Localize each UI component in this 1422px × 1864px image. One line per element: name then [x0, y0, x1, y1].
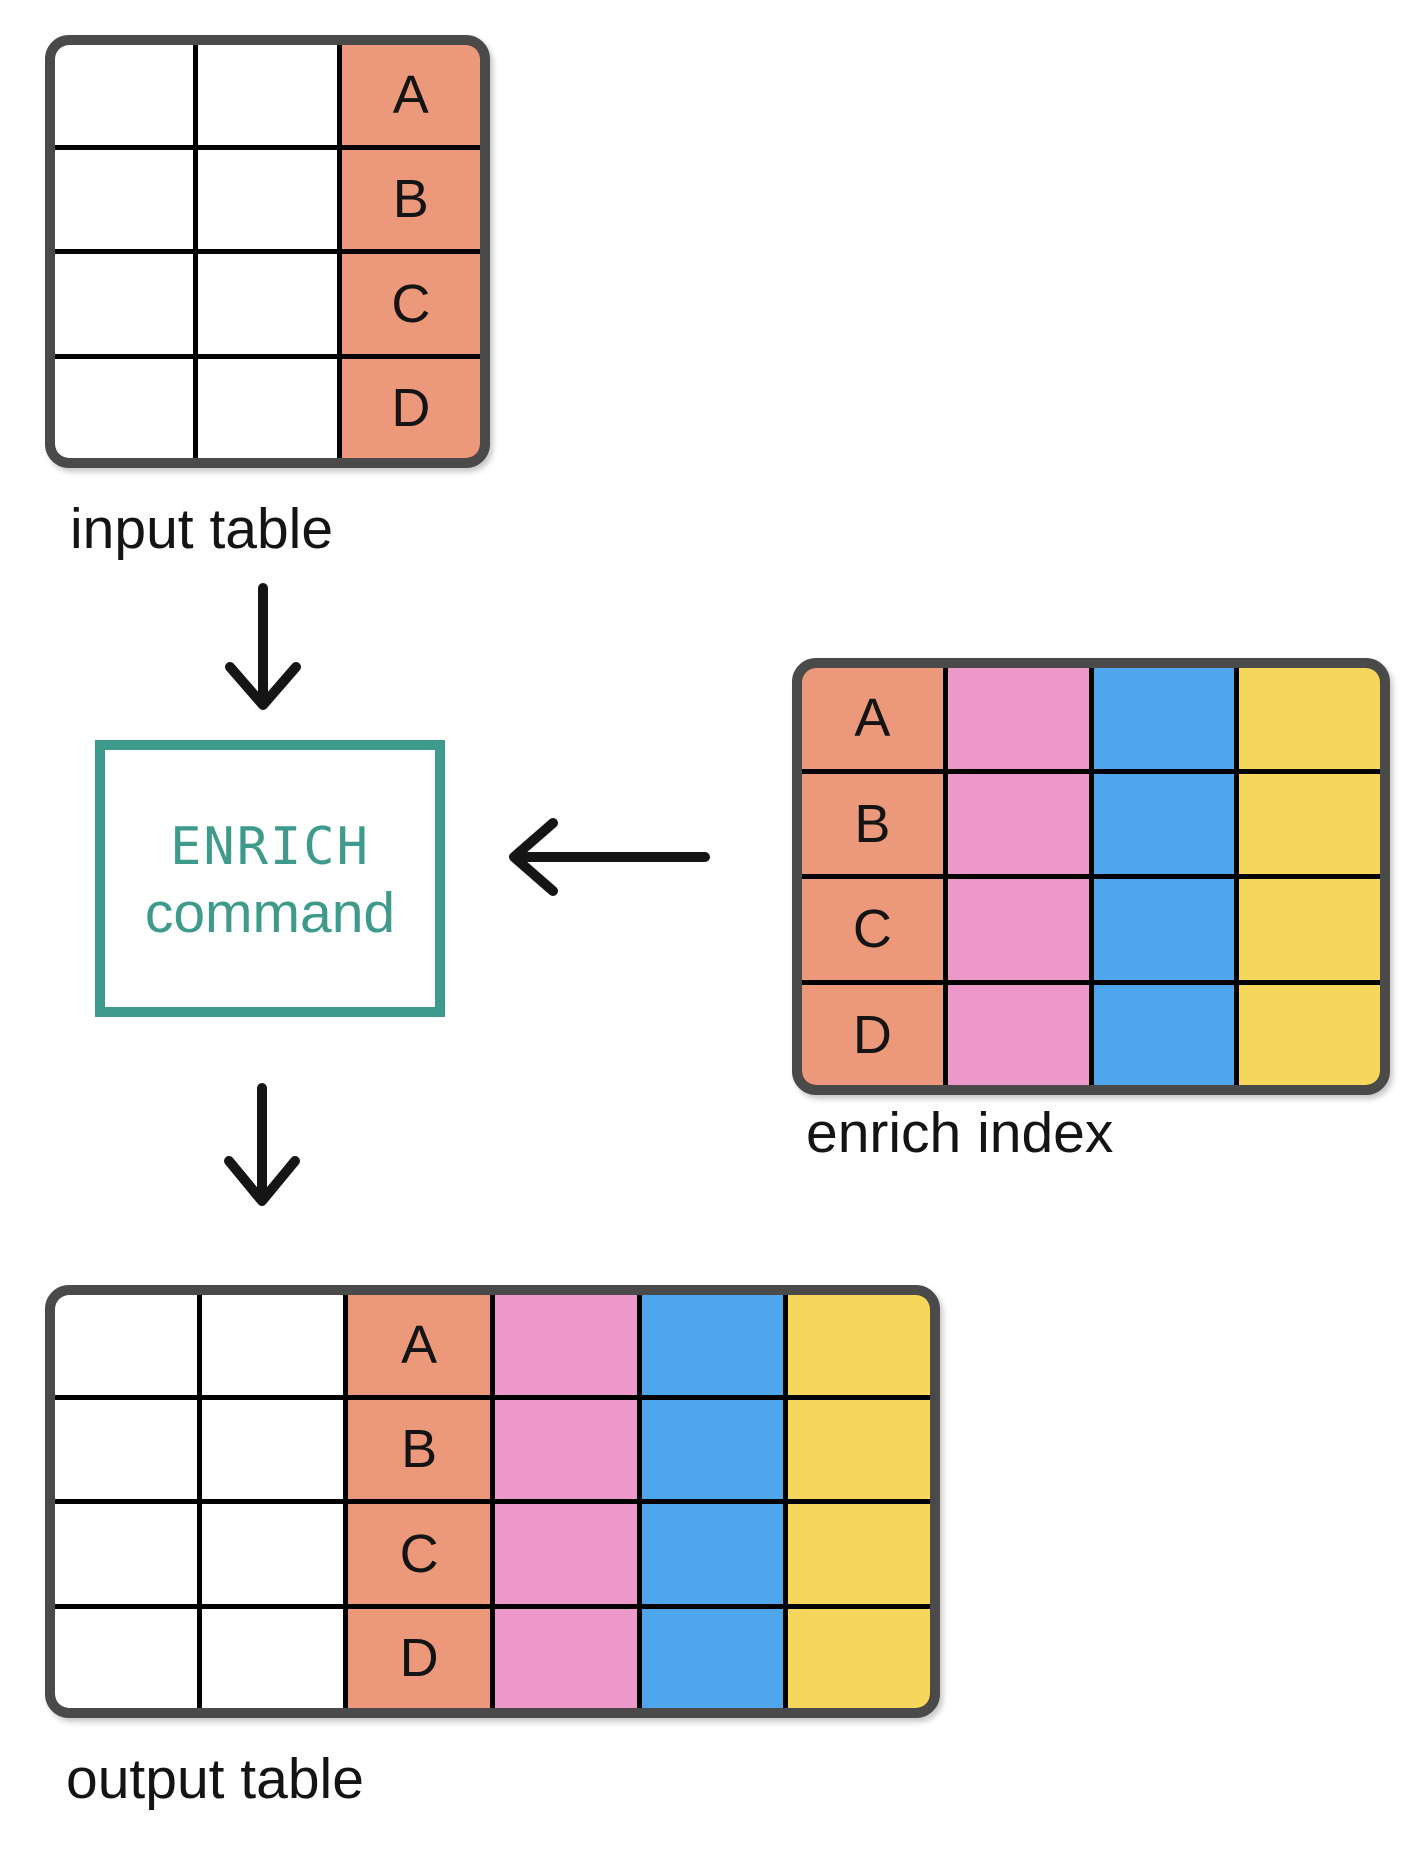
key-cell: D: [348, 1608, 490, 1708]
arrow-down-command-to-output-icon: [224, 1083, 300, 1206]
cell: [641, 1608, 784, 1708]
key-cell: D: [802, 984, 943, 1085]
cell: [641, 1504, 784, 1604]
cell: [55, 45, 194, 145]
cell: [1239, 773, 1380, 874]
cell: [201, 1295, 344, 1395]
output-table: A B C D: [45, 1285, 940, 1718]
cell: [641, 1399, 784, 1499]
cell: [788, 1295, 930, 1395]
cell: [198, 254, 337, 354]
cell: [1239, 984, 1380, 1085]
enrich-index-label: enrich index: [806, 1101, 1114, 1165]
key-cell: A: [341, 45, 480, 145]
input-table-grid: A B C D: [55, 45, 480, 458]
cell: [947, 879, 1089, 980]
input-table-label: input table: [70, 497, 334, 561]
enrich-index-table: A B C D: [792, 658, 1390, 1095]
arrow-down-input-to-command-icon: [225, 583, 301, 710]
cell: [495, 1399, 637, 1499]
cell: [495, 1295, 637, 1395]
key-cell: C: [348, 1504, 490, 1604]
enrich-command-box: ENRICH command: [95, 740, 445, 1017]
cell: [55, 254, 194, 354]
cell: [1239, 668, 1380, 769]
cell: [641, 1295, 784, 1395]
cell: [495, 1504, 637, 1604]
cell: [201, 1504, 344, 1604]
enrich-command-keyword: ENRICH: [170, 817, 370, 877]
key-cell: C: [802, 879, 943, 980]
arrow-left-index-to-command-icon: [509, 818, 710, 896]
key-cell: D: [341, 358, 480, 458]
key-cell: A: [802, 668, 943, 769]
cell: [55, 1295, 197, 1395]
cell: [1093, 668, 1235, 769]
input-table: A B C D: [45, 35, 490, 468]
cell: [55, 1608, 197, 1708]
cell: [201, 1608, 344, 1708]
cell: [1093, 879, 1235, 980]
cell: [1093, 984, 1235, 1085]
cell: [198, 45, 337, 145]
key-cell: B: [341, 149, 480, 249]
key-cell: A: [348, 1295, 490, 1395]
key-cell: B: [802, 773, 943, 874]
cell: [788, 1608, 930, 1708]
cell: [1239, 879, 1380, 980]
cell: [198, 149, 337, 249]
cell: [947, 984, 1089, 1085]
cell: [788, 1399, 930, 1499]
output-table-label: output table: [66, 1747, 364, 1811]
cell: [55, 358, 194, 458]
cell: [201, 1399, 344, 1499]
cell: [947, 668, 1089, 769]
cell: [55, 149, 194, 249]
cell: [788, 1504, 930, 1604]
cell: [198, 358, 337, 458]
cell: [947, 773, 1089, 874]
cell: [55, 1504, 197, 1604]
cell: [1093, 773, 1235, 874]
cell: [55, 1399, 197, 1499]
cell: [495, 1608, 637, 1708]
output-table-grid: A B C D: [55, 1295, 930, 1708]
enrich-command-word: command: [144, 881, 396, 945]
key-cell: C: [341, 254, 480, 354]
enrich-index-grid: A B C D: [802, 668, 1380, 1085]
key-cell: B: [348, 1399, 490, 1499]
